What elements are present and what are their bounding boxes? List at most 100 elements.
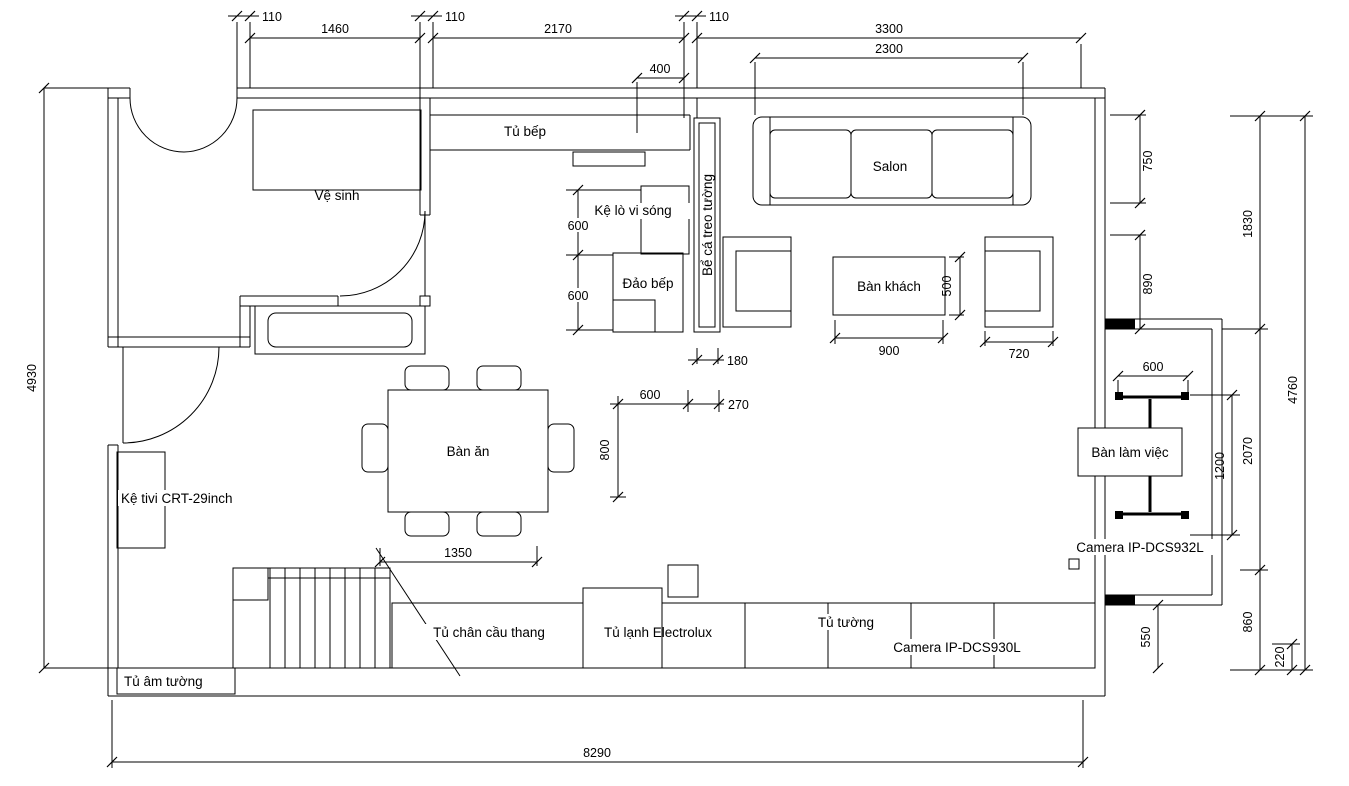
svg-text:3300: 3300 (875, 22, 903, 36)
dining-chair (361, 423, 389, 473)
dim-bottom-8290: 8290 (106, 700, 1089, 768)
fish-tank: Bể cá treo tường (693, 117, 721, 333)
svg-text:220: 220 (1273, 647, 1287, 668)
label-tu-am-tuong: Tủ âm tường (124, 674, 203, 689)
entrance-door (129, 97, 238, 153)
dim-720: 720 (979, 331, 1059, 361)
label-tu-tuong: Tủ tường (818, 615, 874, 630)
label-ke-tivi: Kệ tivi CRT-29inch (121, 491, 233, 506)
dining-chair (476, 365, 522, 391)
dim-kitchen-600: 600 600 (562, 184, 641, 336)
label-ban-khach: Bàn khách (857, 279, 921, 294)
svg-text:600: 600 (640, 388, 661, 402)
bathroom: Vệ sinh (108, 88, 431, 355)
dim-right-750: 750 (1110, 109, 1155, 209)
small-cabinet (667, 564, 699, 598)
dim-right-1200: 1200 (1190, 389, 1240, 541)
label-tu-lanh: Tủ lạnh Electrolux (604, 625, 712, 640)
svg-text:180: 180 (727, 354, 748, 368)
dim-top-110b: 110 (411, 10, 465, 88)
dim-top-1460: 1460 (244, 22, 426, 44)
dim-top-3300: 3300 (691, 22, 1087, 88)
bathroom-counter (254, 305, 426, 355)
label-ke-lo-vi-song: Kệ lò vi sóng (594, 203, 671, 218)
dim-600b: 600 (568, 289, 589, 303)
dim-right-890: 890 (1110, 229, 1155, 335)
bathroom-closet (252, 109, 422, 191)
microwave-shelf (640, 185, 690, 255)
svg-text:800: 800 (598, 440, 612, 461)
dim-left-4930: 4930 (25, 82, 118, 674)
svg-text:1200: 1200 (1213, 452, 1227, 480)
svg-text:4930: 4930 (25, 364, 39, 392)
label-be-ca: Bể cá treo tường (700, 174, 715, 276)
dining-table (387, 389, 549, 513)
svg-text:860: 860 (1241, 612, 1255, 633)
svg-text:110: 110 (709, 10, 729, 24)
svg-text:550: 550 (1139, 627, 1153, 648)
balcony: Bàn làm việc Camera IP-DCS932L (1064, 318, 1223, 606)
svg-text:750: 750 (1141, 151, 1155, 172)
dim-right-220: 220 (1272, 638, 1300, 676)
svg-text:400: 400 (650, 62, 671, 76)
coffee-table: Bàn khách (832, 256, 946, 316)
built-in-wardrobe: Tủ âm tường (116, 667, 236, 695)
dining-set: Bàn ăn (361, 365, 575, 537)
room-label-ve-sinh: Vệ sinh (314, 188, 359, 203)
svg-text:890: 890 (1141, 274, 1155, 295)
dining-chair (404, 511, 450, 537)
label-tu-chan-cau-thang: Tủ chân cầu thang (433, 625, 545, 640)
outer-walls (107, 87, 1106, 697)
dining-chair (547, 423, 575, 473)
bottom-cabinets: Tủ chân cầu thang Tủ lạnh Electrolux Tủ … (391, 564, 1096, 669)
dining-chair (404, 365, 450, 391)
label-ban-an: Bàn ăn (447, 444, 490, 459)
svg-text:900: 900 (879, 344, 900, 358)
svg-text:1460: 1460 (321, 22, 349, 36)
dim-right-860: 860 (1230, 570, 1268, 676)
svg-text:720: 720 (1009, 347, 1030, 361)
svg-text:2070: 2070 (1241, 437, 1255, 465)
label-camera-932: Camera IP-DCS932L (1076, 540, 1204, 555)
dim-top-400: 400 (631, 62, 690, 133)
dim-right-600: 600 (1112, 360, 1194, 395)
dim-600-270: 600 270 (610, 388, 749, 412)
bathroom-sink (267, 312, 413, 348)
dim-800: 800 (598, 404, 626, 503)
dim-1350: 1350 (374, 546, 543, 568)
label-ban-lam-viec: Bàn làm việc (1091, 445, 1169, 460)
desk: Bàn làm việc (1077, 427, 1183, 477)
dining-chair (476, 511, 522, 537)
dim-right-1830: 1830 (1222, 110, 1268, 335)
dim-right-550: 550 (1139, 599, 1164, 674)
svg-text:600: 600 (1143, 360, 1164, 374)
armchair-left (722, 236, 792, 328)
dim-500: 500 (940, 251, 966, 321)
svg-text:2170: 2170 (544, 22, 572, 36)
dim-180: 180 (688, 348, 748, 368)
side-door (122, 346, 220, 444)
label-dao-bep: Đảo bếp (622, 276, 673, 291)
dim-top-110c: 110 (675, 10, 729, 88)
camera-marker (1068, 558, 1080, 570)
dim-top-2170: 2170 (427, 22, 690, 44)
kitchen-island (612, 252, 684, 333)
svg-text:500: 500 (940, 276, 954, 297)
dim-right-4760: 4760 (1268, 110, 1313, 676)
armchair-right (984, 236, 1054, 328)
sofa: Salon (752, 116, 1032, 206)
dim-right-2070: 2070 (1240, 329, 1268, 576)
svg-text:1830: 1830 (1241, 210, 1255, 238)
label-tu-bep: Tủ bếp (504, 124, 546, 139)
wall-cabinet-row (661, 602, 1096, 669)
svg-text:110: 110 (262, 10, 282, 24)
dim-top-2300: 2300 (749, 42, 1029, 115)
svg-text:110: 110 (445, 10, 465, 24)
svg-text:8290: 8290 (583, 746, 611, 760)
svg-text:4760: 4760 (1286, 376, 1300, 404)
label-camera-930: Camera IP-DCS930L (893, 640, 1021, 655)
stairs-break-line (375, 547, 461, 677)
dim-top-110a: 110 (228, 10, 282, 88)
